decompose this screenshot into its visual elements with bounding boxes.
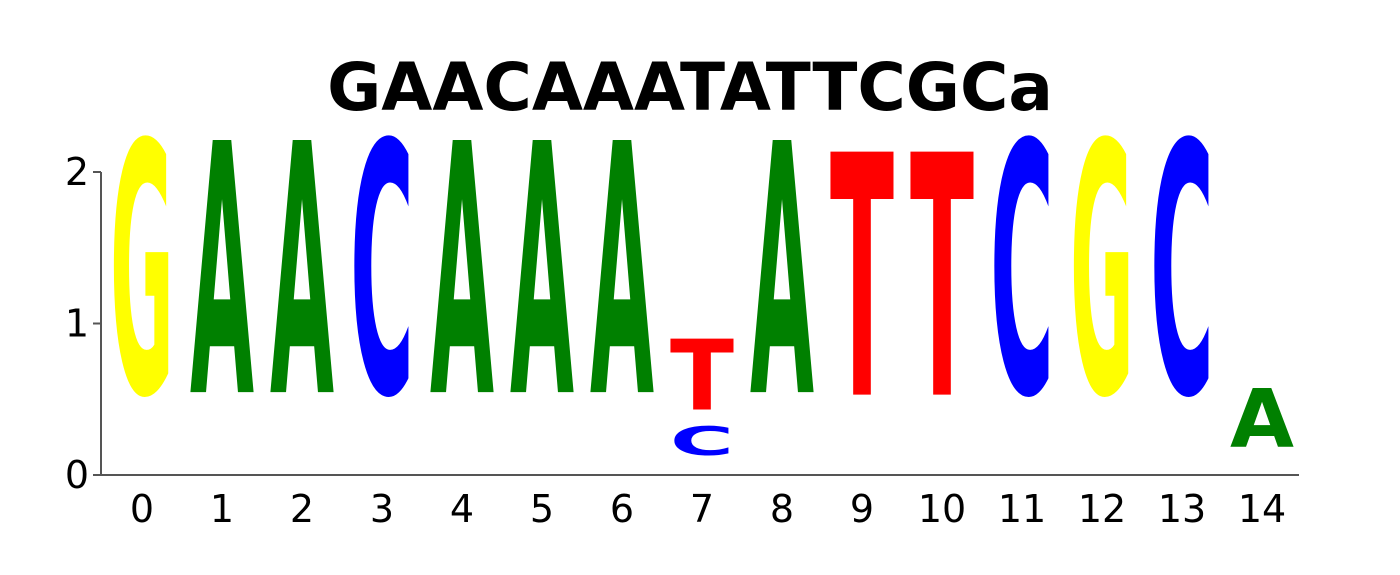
logo-letter-a: A bbox=[750, 73, 814, 475]
y-tick-label: 1 bbox=[65, 302, 89, 346]
logo-letter-a: A bbox=[190, 73, 254, 475]
x-tick-label: 3 bbox=[370, 487, 394, 531]
x-tick-label: 5 bbox=[530, 487, 554, 531]
logo-letter-t: T bbox=[910, 86, 974, 474]
logo-letter-a: A bbox=[510, 73, 574, 475]
x-tick-label: 12 bbox=[1078, 487, 1126, 531]
x-tick-label: 6 bbox=[610, 487, 634, 531]
x-tick-label: 9 bbox=[850, 487, 874, 531]
logo-letter-a: A bbox=[270, 73, 334, 475]
x-tick-label: 0 bbox=[130, 487, 154, 531]
x-tick-label: 13 bbox=[1158, 487, 1206, 531]
x-tick-label: 7 bbox=[690, 487, 714, 531]
chart-title: GAACAAATATTCGCa bbox=[327, 49, 1053, 126]
logo-letter-g: G bbox=[110, 72, 174, 475]
logo-letter-c: C bbox=[1150, 73, 1214, 475]
logo-letter-c: C bbox=[990, 73, 1054, 475]
logo-letter-c: C bbox=[670, 419, 734, 465]
logo-letter-t: T bbox=[670, 319, 734, 433]
logo-letter-g: G bbox=[1070, 72, 1134, 475]
y-tick-label: 2 bbox=[65, 150, 89, 194]
logo-letter-a: A bbox=[430, 73, 494, 475]
logo-letter-c: C bbox=[350, 73, 414, 475]
y-ticks: 0 1 2 bbox=[65, 150, 101, 497]
logo-letter-a: A bbox=[590, 73, 654, 475]
logo-letter-a: A bbox=[1230, 374, 1294, 466]
x-tick-label: 8 bbox=[770, 487, 794, 531]
logo-letter-t: T bbox=[830, 86, 894, 474]
x-tick-label: 2 bbox=[290, 487, 314, 531]
x-tick-label: 11 bbox=[998, 487, 1046, 531]
x-tick-label: 4 bbox=[450, 487, 474, 531]
x-tick-label: 1 bbox=[210, 487, 234, 531]
y-tick-label: 0 bbox=[65, 453, 89, 497]
x-tick-label: 14 bbox=[1238, 487, 1286, 531]
x-tick-label: 10 bbox=[918, 487, 966, 531]
